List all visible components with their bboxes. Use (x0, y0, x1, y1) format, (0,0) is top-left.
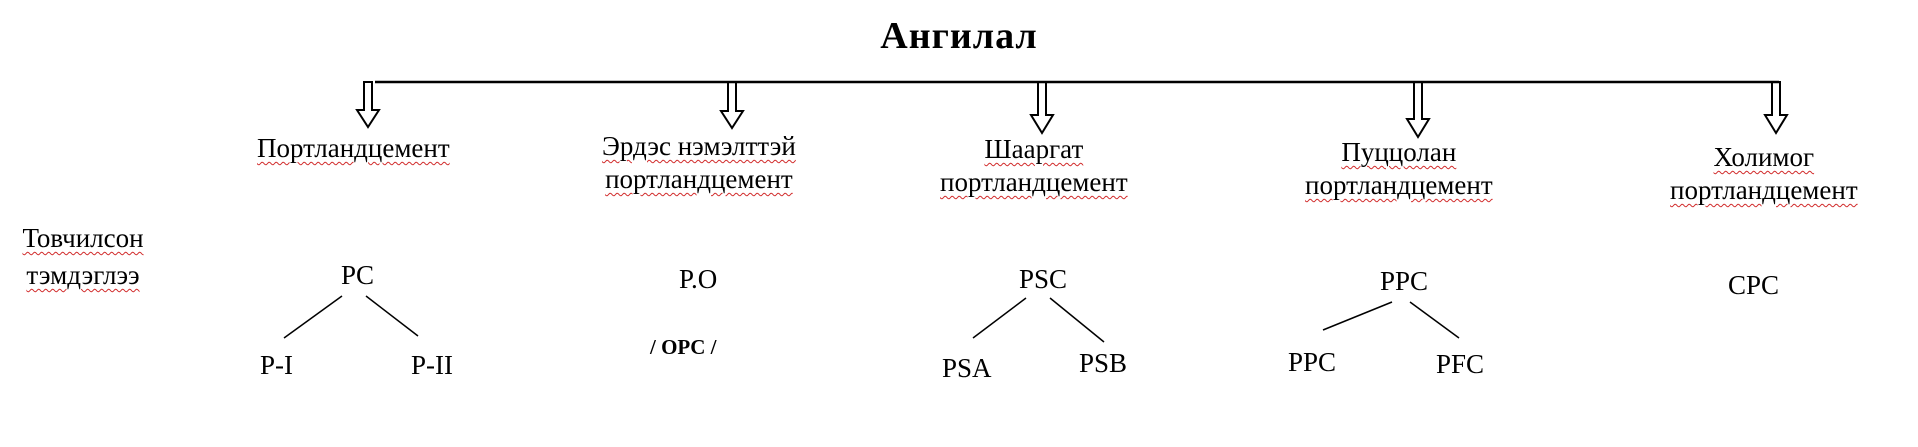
sub-abbr: PPC (1288, 347, 1337, 377)
abbr-cpc: CPC (1728, 270, 1780, 300)
arrow-down-icon (355, 81, 381, 129)
category-label-line1: Шааргат (984, 134, 1084, 164)
arrow-down-icon (1029, 81, 1055, 135)
abbr-ppc: PPC (1380, 266, 1429, 296)
abbreviation-row-label: Товчилсон тэмдэглээ (8, 220, 158, 294)
category-label-line2: портландцемент (940, 167, 1128, 197)
branch-line (283, 295, 343, 339)
category-label-line2: портландцемент (1670, 175, 1858, 205)
arrow-down-icon (1405, 81, 1431, 139)
sub-abbr: PSB (1079, 348, 1128, 378)
category-label: Портландцемент (257, 133, 450, 163)
category-label-line1: Эрдэс нэмэлттэй (602, 131, 796, 161)
side-label-line1: Товчилсон (22, 223, 144, 253)
category-slag: Шааргат портландцемент (940, 133, 1128, 199)
category-label-line2: портландцемент (605, 164, 793, 194)
branch-line (365, 295, 419, 337)
category-composite: Холимог портландцемент (1670, 141, 1858, 207)
arrow-down-icon (1763, 81, 1789, 135)
side-label-line2: тэмдэглээ (26, 260, 140, 290)
category-portland-cement: Портландцемент (257, 132, 450, 165)
category-label-line2: портландцемент (1305, 170, 1493, 200)
category-label-line1: Холимог (1713, 142, 1815, 172)
branch-line (1049, 297, 1105, 343)
category-mineral-additive: Эрдэс нэмэлттэй портландцемент (602, 130, 796, 196)
branch-line (1409, 301, 1460, 339)
sub-abbr: PFC (1436, 349, 1485, 379)
abbr-po: P.O (679, 264, 718, 294)
abbr-alt-opc: / OPC / (650, 335, 717, 359)
diagram-title: Ангилал (880, 15, 1038, 57)
branch-line (972, 297, 1027, 339)
abbr-psc: PSC (1019, 264, 1068, 294)
category-pozzolan: Пуццолан портландцемент (1305, 136, 1493, 202)
abbr-pc: PC (341, 260, 375, 290)
category-label-line1: Пуццолан (1341, 137, 1457, 167)
sub-abbr: P-I (260, 350, 293, 380)
sub-abbr: P-II (411, 350, 453, 380)
arrow-down-icon (719, 81, 745, 130)
branch-line (1322, 301, 1393, 331)
sub-abbr: PSA (942, 353, 992, 383)
